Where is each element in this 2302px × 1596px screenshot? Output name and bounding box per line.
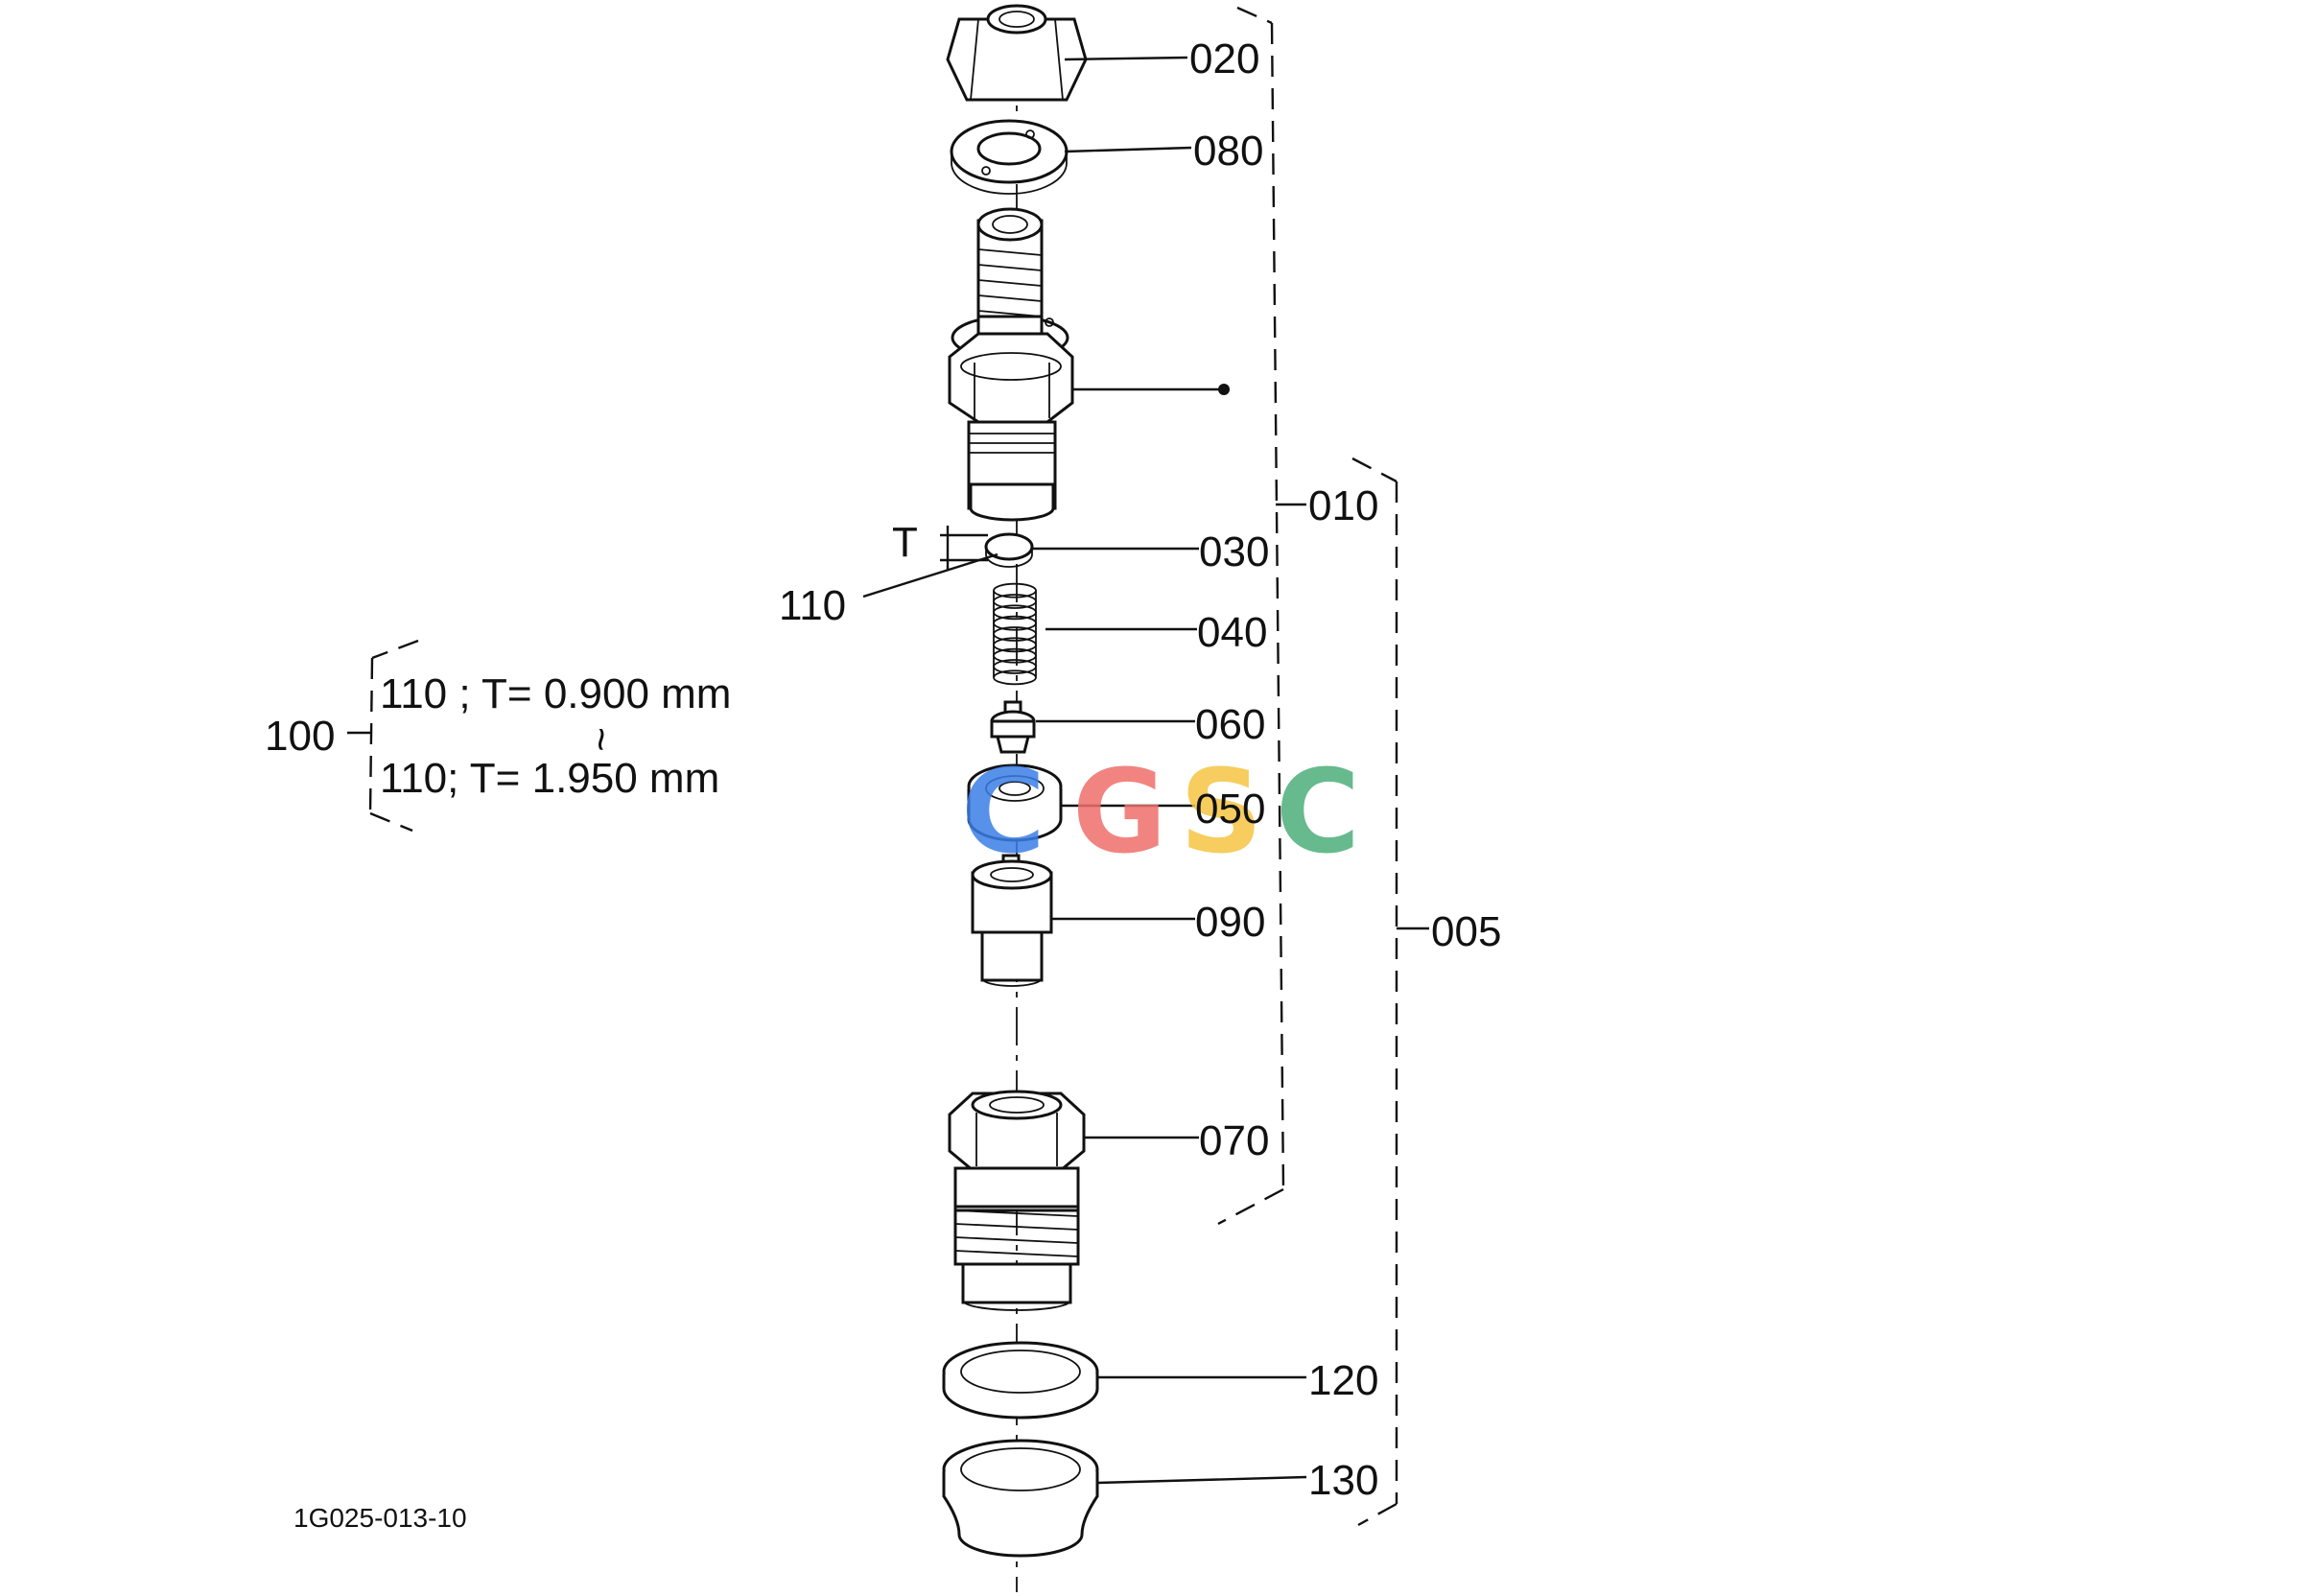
part-060-spindle bbox=[990, 700, 1036, 754]
watermark-letter-3: S bbox=[1180, 746, 1262, 880]
part-020-nut bbox=[946, 4, 1088, 102]
drawing-code: 1G025-013-10 bbox=[294, 1503, 467, 1533]
label-130: 130 bbox=[1308, 1457, 1378, 1504]
part-010-nozzle-holder bbox=[948, 207, 1074, 522]
part-080-washer bbox=[950, 119, 1069, 195]
spec-line-1: 110 ; T= 0.900 mm bbox=[380, 670, 731, 717]
part-030-shim bbox=[984, 532, 1034, 568]
watermark-letter-2: G bbox=[1072, 746, 1167, 880]
label-005: 005 bbox=[1431, 908, 1501, 955]
label-040: 040 bbox=[1197, 609, 1267, 656]
label-030: 030 bbox=[1199, 528, 1269, 575]
watermark-letter-1: C bbox=[961, 746, 1045, 880]
label-010: 010 bbox=[1308, 482, 1378, 529]
label-120: 120 bbox=[1308, 1357, 1378, 1404]
label-060: 060 bbox=[1195, 701, 1265, 748]
bracket-010 bbox=[1217, 6, 1306, 1226]
bracket-100 bbox=[347, 639, 419, 833]
part-labels: 020 080 010 T 030 110 040 060 050 090 00… bbox=[265, 35, 1501, 1504]
label-110: 110 bbox=[779, 582, 846, 629]
part-040-spring bbox=[993, 582, 1037, 686]
watermark-logo: C G S C bbox=[961, 746, 1360, 880]
label-020: 020 bbox=[1189, 35, 1259, 82]
bracket-005 bbox=[1351, 457, 1429, 1527]
part-120-gasket bbox=[942, 1341, 1099, 1420]
label-070: 070 bbox=[1199, 1117, 1269, 1164]
spec-line-2: 110; T= 1.950 mm bbox=[380, 755, 719, 802]
spec-separator: ~ bbox=[577, 727, 624, 752]
watermark-letter-4: C bbox=[1276, 746, 1360, 880]
label-080: 080 bbox=[1193, 128, 1263, 175]
part-070-nozzle-nut bbox=[948, 1090, 1086, 1311]
part-050-distance-piece bbox=[967, 763, 1063, 842]
label-090: 090 bbox=[1195, 899, 1265, 946]
part-090-nozzle bbox=[971, 854, 1053, 987]
leader-lines bbox=[862, 56, 1307, 1485]
label-T: T bbox=[892, 519, 918, 566]
shim-spec-note: 110 ; T= 0.900 mm ~ 110; T= 1.950 mm bbox=[380, 670, 731, 802]
label-050: 050 bbox=[1195, 786, 1265, 833]
label-100: 100 bbox=[265, 713, 335, 760]
part-130-heat-shield bbox=[942, 1439, 1099, 1558]
